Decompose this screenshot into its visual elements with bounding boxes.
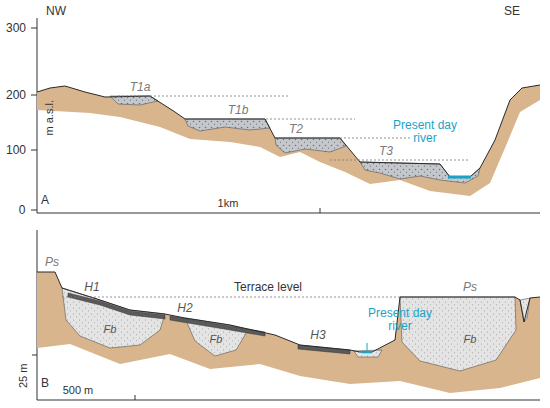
bedrock-b (37, 272, 540, 393)
river-label: Present day river (364, 307, 436, 332)
unit-label: H3 (310, 329, 325, 342)
terrace-level-line-b (62, 297, 490, 298)
terrace-label: T1a (130, 81, 151, 94)
axis-title: m a.s.l. (44, 100, 56, 135)
fill-deposits-b (62, 288, 530, 371)
panel-letter: A (41, 194, 49, 207)
h-deposits-b (68, 293, 350, 354)
bedrock-a (37, 85, 540, 196)
unit-label: Ps (463, 281, 477, 294)
ground-surface-b (37, 272, 540, 352)
axis-value: 200 (6, 89, 26, 102)
unit-label: Fb (210, 334, 223, 346)
terrace-label: T1b (228, 104, 249, 117)
terrace-label: T2 (289, 123, 303, 136)
axis-value: 0 (19, 204, 26, 217)
panel-a-frame (31, 18, 540, 213)
axis-value: 300 (6, 22, 26, 35)
unit-label: Fb (104, 324, 117, 336)
direction-label: SE (504, 5, 520, 18)
terrace-level-lines-a (118, 96, 470, 160)
unit-label: H2 (177, 302, 192, 315)
direction-label: NW (46, 5, 66, 18)
ground-surface-a (37, 85, 540, 177)
panel-letter: B (41, 377, 49, 390)
unit-label: Fb (464, 334, 477, 346)
level-label: Terrace level (234, 281, 302, 294)
scale-label: 1km (218, 198, 239, 210)
river-pointer-b (367, 343, 368, 350)
panel-b-frame (32, 230, 540, 400)
scale-label: 500 m (63, 385, 94, 397)
unit-label: H1 (84, 281, 99, 294)
river-a (448, 176, 471, 179)
terrace-label: T3 (379, 145, 393, 158)
river-label: Present day river (389, 119, 461, 144)
scale-label: 25 m (18, 364, 30, 388)
terrace-deposits-a (110, 96, 480, 183)
axis-value: 100 (6, 144, 26, 157)
river-b (362, 351, 372, 354)
unit-label: Ps (45, 256, 59, 269)
